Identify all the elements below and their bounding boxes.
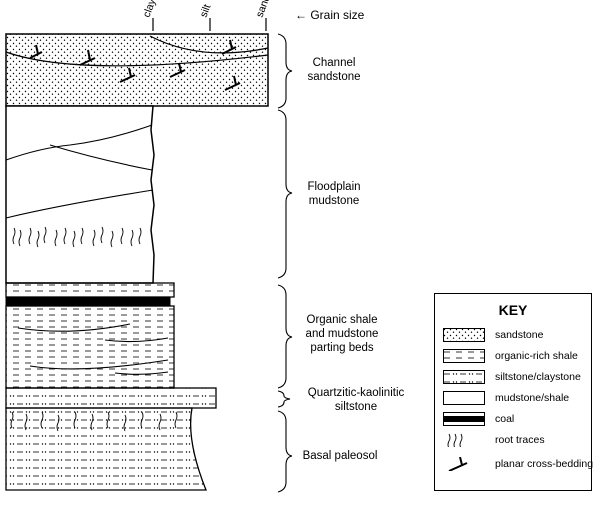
- unit-brackets: [277, 33, 293, 493]
- siltstone-swatch: [443, 370, 485, 384]
- channel-sandstone-unit: [5, 33, 269, 107]
- floodplain-mudstone-unit: [5, 105, 155, 284]
- key-label: organic-rich shale: [495, 350, 578, 362]
- label-quartzitic-siltstone: Quartzitic-kaolinitic siltstone: [292, 386, 420, 414]
- cross-bedding-icon: [448, 457, 468, 471]
- label-channel-sandstone: Channel sandstone: [296, 56, 372, 84]
- key-title: KEY: [498, 302, 528, 318]
- key-label: coal: [495, 413, 515, 425]
- basal-paleosol-unit: [5, 407, 207, 491]
- bracket-channel: [277, 33, 293, 109]
- key-item-siltstone: siltstone/claystone: [443, 370, 588, 386]
- label-text: Organic shale and mudstone parting beds: [305, 314, 379, 354]
- sandstone-swatch: [443, 328, 485, 342]
- key-label: siltstone/claystone: [495, 371, 581, 383]
- bracket-paleosol: [277, 410, 293, 493]
- organic-shale-swatch: [443, 349, 485, 363]
- bracket-organic: [277, 284, 293, 389]
- label-text: Channel sandstone: [307, 57, 361, 83]
- key-label: planar cross-bedding: [495, 458, 594, 470]
- cross-bedding-icon: [29, 39, 241, 91]
- key-label: sandstone: [495, 329, 544, 341]
- label-text: Basal paleosol: [302, 450, 378, 462]
- key-item-mudstone: mudstone/shale: [443, 391, 588, 407]
- bracket-quartzitic: [277, 390, 291, 408]
- quartzitic-siltstone-unit: [5, 387, 217, 409]
- grain-size-axis: [152, 18, 267, 31]
- key-item-root-traces: root traces: [443, 433, 588, 449]
- key-item-organic-shale: organic-rich shale: [443, 349, 588, 365]
- bracket-floodplain: [277, 109, 293, 279]
- root-traces-icon: [447, 433, 463, 447]
- grain-size-header: ← Grain size: [295, 8, 365, 22]
- label-text: Quartzitic-kaolinitic siltstone: [307, 387, 405, 413]
- label-basal-paleosol: Basal paleosol: [292, 449, 388, 463]
- label-organic-shale: Organic shale and mudstone parting beds: [292, 313, 392, 355]
- coal-swatch: [443, 412, 485, 426]
- organic-shale-unit: [5, 282, 175, 389]
- root-traces-icon: [10, 411, 178, 432]
- label-floodplain-mudstone: Floodplain mudstone: [292, 180, 376, 208]
- key-item-coal: coal: [443, 412, 588, 428]
- key-item-cross-bedding: planar cross-bedding: [443, 457, 593, 473]
- key-label: root traces: [495, 434, 545, 446]
- label-text: Floodplain mudstone: [307, 181, 361, 207]
- legend-key: KEY sandstone organic-rich shale siltsto…: [434, 293, 593, 491]
- key-item-sandstone: sandstone: [443, 328, 588, 344]
- root-traces-icon: [12, 226, 142, 248]
- key-label: mudstone/shale: [495, 392, 570, 404]
- mudstone-swatch: [443, 391, 485, 405]
